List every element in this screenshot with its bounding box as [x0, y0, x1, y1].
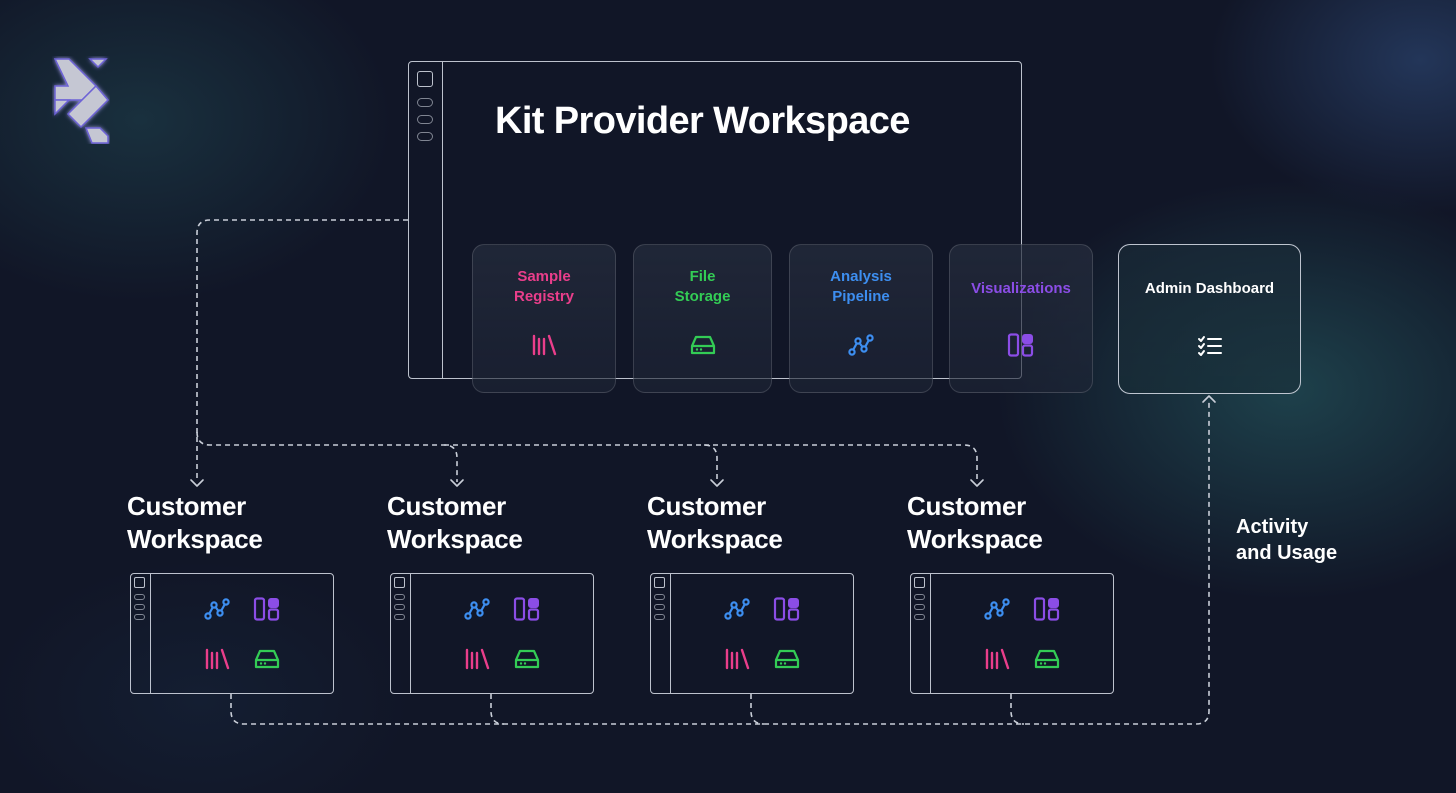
library-icon: [463, 646, 491, 672]
sidebar-item: [417, 132, 433, 141]
sidebar-item: [134, 614, 145, 620]
sidebar-item: [417, 115, 433, 124]
sidebar-item: [654, 604, 665, 610]
sidebar-item: [394, 594, 405, 600]
checklist-icon: [1198, 336, 1222, 356]
window-control-square: [134, 577, 145, 588]
sidebar-item: [417, 98, 433, 107]
provider-window-sidebar: [409, 62, 443, 378]
layout-dashboard-icon: [1033, 596, 1061, 622]
customer-window-1: [130, 573, 334, 694]
library-icon: [983, 646, 1011, 672]
sidebar-item: [394, 614, 405, 620]
sidebar-item: [134, 594, 145, 600]
sidebar-item: [134, 604, 145, 610]
provider-workspace-title: Kit Provider Workspace: [495, 100, 910, 142]
layout-dashboard-icon: [513, 596, 541, 622]
sidebar-item: [654, 614, 665, 620]
logo-icon: [53, 58, 110, 144]
customer-window-3: [650, 573, 854, 694]
visualizations-label: Visualizations: [971, 280, 1071, 297]
customer-window-sidebar: [651, 574, 671, 693]
library-icon: [723, 646, 751, 672]
sidebar-item: [914, 604, 925, 610]
sidebar-item: [914, 594, 925, 600]
pipeline-graph-icon: [848, 334, 874, 356]
pipeline-graph-icon: [983, 596, 1011, 622]
sidebar-item: [654, 594, 665, 600]
window-control-square: [394, 577, 405, 588]
pipeline-graph-icon: [463, 596, 491, 622]
hard-drive-icon: [1033, 646, 1061, 672]
sidebar-item: [914, 614, 925, 620]
visualizations-card[interactable]: Visualizations: [949, 244, 1093, 393]
customer-window-sidebar: [391, 574, 411, 693]
hard-drive-icon: [690, 335, 715, 355]
customer-window-4: [910, 573, 1114, 694]
window-control-square: [654, 577, 665, 588]
layout-dashboard-icon: [1007, 333, 1034, 357]
pipeline-graph-icon: [723, 596, 751, 622]
customer-window-2: [390, 573, 594, 694]
layout-dashboard-icon: [773, 596, 801, 622]
sidebar-item: [394, 604, 405, 610]
pipeline-graph-icon: [203, 596, 231, 622]
window-control-square: [914, 577, 925, 588]
customer-window-sidebar: [131, 574, 151, 693]
admin-dashboard-card[interactable]: Admin Dashboard: [1118, 244, 1301, 394]
window-control-square: [417, 71, 433, 87]
layout-dashboard-icon: [253, 596, 281, 622]
hard-drive-icon: [773, 646, 801, 672]
library-icon: [532, 334, 557, 356]
library-icon: [203, 646, 231, 672]
admin-dashboard-label: Admin Dashboard: [1144, 280, 1275, 297]
hard-drive-icon: [253, 646, 281, 672]
hard-drive-icon: [513, 646, 541, 672]
customer-window-sidebar: [911, 574, 931, 693]
